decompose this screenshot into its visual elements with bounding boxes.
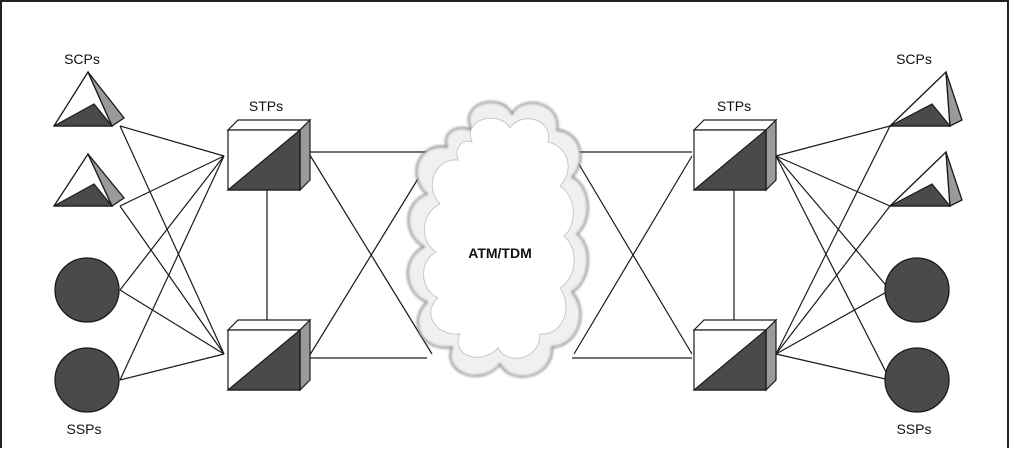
link <box>307 155 433 359</box>
link <box>775 289 891 355</box>
link <box>119 155 225 291</box>
link <box>775 353 891 381</box>
link <box>775 205 891 355</box>
link <box>775 125 891 157</box>
left-scps-label: SCPs <box>64 51 100 67</box>
stp-node-left-top <box>226 118 312 192</box>
right-ssps-label: SSPs <box>896 421 931 437</box>
ssp-node-right-bottom <box>884 347 950 413</box>
link <box>119 125 225 157</box>
stp-node-right-top <box>692 118 778 192</box>
scp-node-left-top <box>52 70 125 127</box>
ssp-node-right-top <box>884 257 950 323</box>
link <box>119 155 225 381</box>
link <box>119 289 225 355</box>
link <box>119 155 225 207</box>
scp-node-left-bottom <box>52 152 125 207</box>
left-stps-label: STPs <box>249 98 283 114</box>
atm-tdm-cloud: ATM/TDM <box>407 101 589 378</box>
link <box>119 205 225 355</box>
ssp-node-left-bottom <box>54 347 120 413</box>
links <box>119 125 891 381</box>
ssp-node-left-top <box>54 257 120 323</box>
stp-node-left-bottom <box>226 318 312 392</box>
left-ssps-label: SSPs <box>66 421 101 437</box>
link <box>119 125 225 355</box>
link <box>775 155 891 291</box>
link <box>307 151 433 355</box>
scp-node-right-top <box>888 70 963 128</box>
stp-node-right-bottom <box>692 318 778 392</box>
cloud-label: ATM/TDM <box>468 245 532 261</box>
scp-node-right-bottom <box>888 150 963 208</box>
link <box>119 353 225 381</box>
link <box>775 155 891 381</box>
right-stps-label: STPs <box>717 98 751 114</box>
link <box>573 155 693 355</box>
link <box>775 125 891 355</box>
right-scps-label: SCPs <box>896 51 932 67</box>
link <box>775 155 891 207</box>
